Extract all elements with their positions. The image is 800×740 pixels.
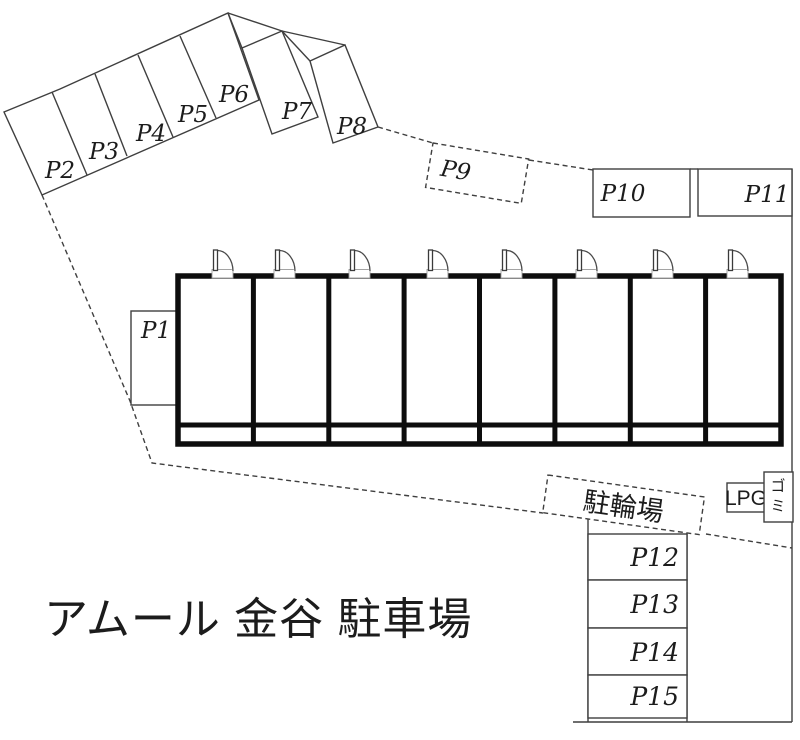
door-icon (726, 249, 749, 279)
parking-spot-p2-label: P2 (44, 158, 75, 184)
parking-band-outline (3, 12, 260, 196)
garbage-label-char1: ゴ (770, 477, 785, 495)
door-icon (348, 249, 371, 279)
parking-spot-p9: P9 (424, 142, 530, 205)
parking-spot-p8 (309, 44, 379, 144)
parking-spot-p5-label: P5 (177, 102, 208, 128)
parking-spot-p7 (241, 30, 319, 135)
boundary-top-right-2 (528, 159, 594, 171)
door-icon (211, 249, 234, 279)
parking-spot-p1: P1 (130, 310, 178, 406)
parking-spot-p15 (587, 674, 688, 719)
lpg-label: LPG (725, 487, 767, 510)
parking-spot-p13 (587, 579, 688, 629)
door-icon (500, 249, 523, 279)
parking-spot-p1-label: P1 (140, 318, 171, 344)
site-boundary (41, 126, 793, 723)
door-icon (575, 249, 598, 279)
garbage-station: ゴ ミ (763, 471, 794, 523)
parking-spot-p8-label: P8 (336, 114, 367, 140)
parking-spot-p12 (587, 533, 688, 581)
parking-spot-p6-label: P6 (218, 82, 249, 108)
bicycle-parking-area: 駐輪場 (541, 474, 706, 536)
parking-spot-p14 (587, 627, 688, 676)
stall-divider (137, 54, 174, 138)
boundary-left (41, 194, 544, 514)
parking-spot-p1-outline (130, 310, 178, 406)
parking-spot-p15-label: P15 (629, 682, 679, 711)
parking-spot-p13-label: P13 (629, 590, 679, 619)
parking-spot-p10 (592, 168, 691, 218)
stall-divider (94, 73, 128, 157)
boundary-top-right-1 (377, 126, 434, 144)
stall-divider (179, 35, 217, 119)
plan-title: アムール 金谷 駐車場 (44, 595, 472, 644)
stall-divider (51, 91, 88, 176)
door-icon (651, 249, 674, 279)
parking-stalls-p7-p8: P7 P8 (227, 12, 379, 144)
parking-spot-p3-label: P3 (88, 139, 119, 165)
parking-spot-p10-label: P10 (600, 181, 646, 207)
parking-spot-p4-label: P4 (135, 121, 166, 147)
parking-spot-p7-label: P7 (281, 99, 312, 125)
parking-spot-p14-label: P14 (629, 638, 679, 667)
ridge-line (281, 30, 311, 62)
parking-band-p2-p6: P2 P3 P4 P5 P6 (3, 12, 260, 196)
boundary-bicycle-to-edge (705, 533, 793, 549)
parking-spot-p12-label: P12 (629, 543, 679, 572)
parking-spot-p9-outline (424, 142, 530, 205)
door-icon (273, 249, 296, 279)
bicycle-parking-outline (541, 474, 706, 536)
door-icon (426, 249, 449, 279)
garbage-outline (763, 471, 794, 523)
lpg-storage: LPG (725, 482, 767, 513)
apartment-building (175, 249, 784, 447)
ridge-line (227, 12, 243, 49)
parking-spot-p11-label: P11 (744, 182, 790, 208)
parking-spot-p9-label: P9 (438, 156, 473, 187)
parking-spots-p10-p11: P10 P11 (592, 168, 793, 218)
parking-column-p12-p15: P12 P13 P14 P15 (587, 519, 688, 722)
parking-spot-p11 (697, 168, 793, 217)
garbage-label-char2: ミ (770, 498, 785, 515)
